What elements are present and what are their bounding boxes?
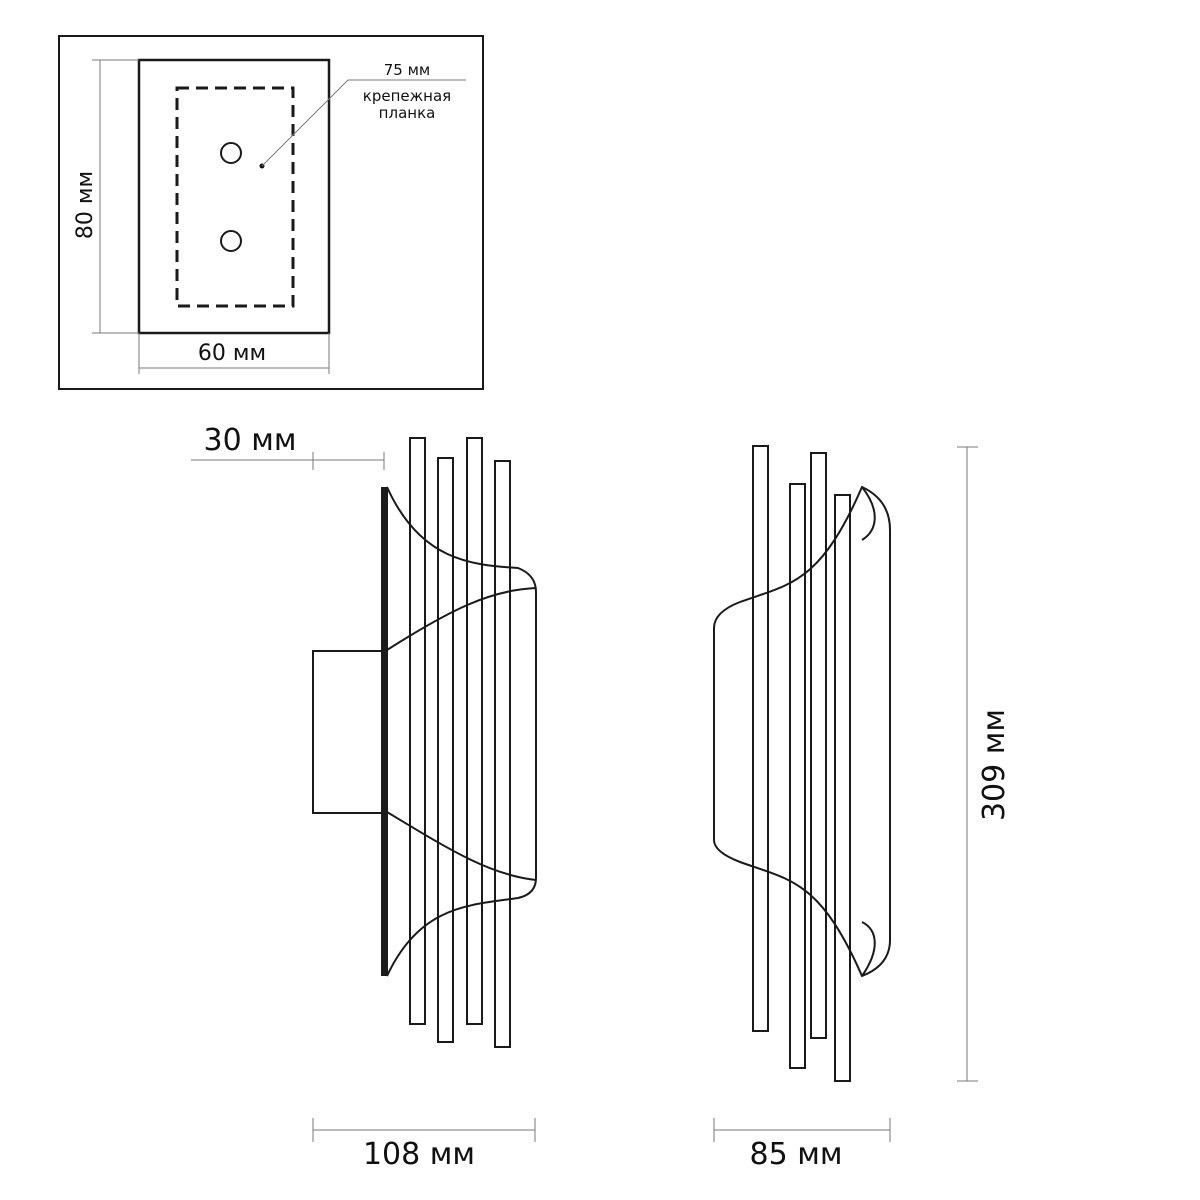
lamp-shade xyxy=(713,485,891,978)
mounting-plate-inset: 75 мм крепежная планка 80 мм 60 мм xyxy=(58,35,484,390)
shade-curl-top xyxy=(861,486,876,541)
screw-hole-top xyxy=(220,142,242,164)
glass-rod xyxy=(789,483,806,1069)
bracket-size-label: 75 мм xyxy=(384,61,431,79)
side-view: 30 мм 108 мм xyxy=(191,423,537,1172)
front-width-label: 85 мм xyxy=(750,1137,843,1172)
plate-outline xyxy=(137,58,331,335)
front-view: 309 мм 85 мм xyxy=(713,445,1012,1172)
shade-edge-top xyxy=(386,587,537,651)
bracket-name-line2: планка xyxy=(379,104,436,122)
bracket-name-line1: крепежная xyxy=(363,87,451,105)
plate-height-label: 80 мм xyxy=(73,171,98,239)
screw-hole-bottom xyxy=(220,230,242,252)
plate-width-label: 60 мм xyxy=(198,341,266,366)
leader-line xyxy=(261,79,349,167)
glass-rod xyxy=(752,445,769,1032)
lamp-shade xyxy=(386,486,537,977)
depth-label: 30 мм xyxy=(204,423,297,458)
glass-rod xyxy=(466,437,483,1025)
glass-rod xyxy=(409,437,426,1025)
height-label: 309 мм xyxy=(977,709,1012,821)
glass-rod xyxy=(834,494,851,1082)
inset-frame xyxy=(58,35,484,390)
wall-plate xyxy=(381,487,387,976)
glass-rod xyxy=(437,457,454,1043)
glass-rod xyxy=(494,460,511,1048)
glass-rod xyxy=(810,452,827,1039)
mounting-bracket xyxy=(175,86,295,308)
shade-edge-bottom xyxy=(386,811,537,881)
side-width-label: 108 мм xyxy=(363,1137,475,1172)
wall-box xyxy=(312,650,385,814)
shade-curl-bottom xyxy=(861,921,876,977)
